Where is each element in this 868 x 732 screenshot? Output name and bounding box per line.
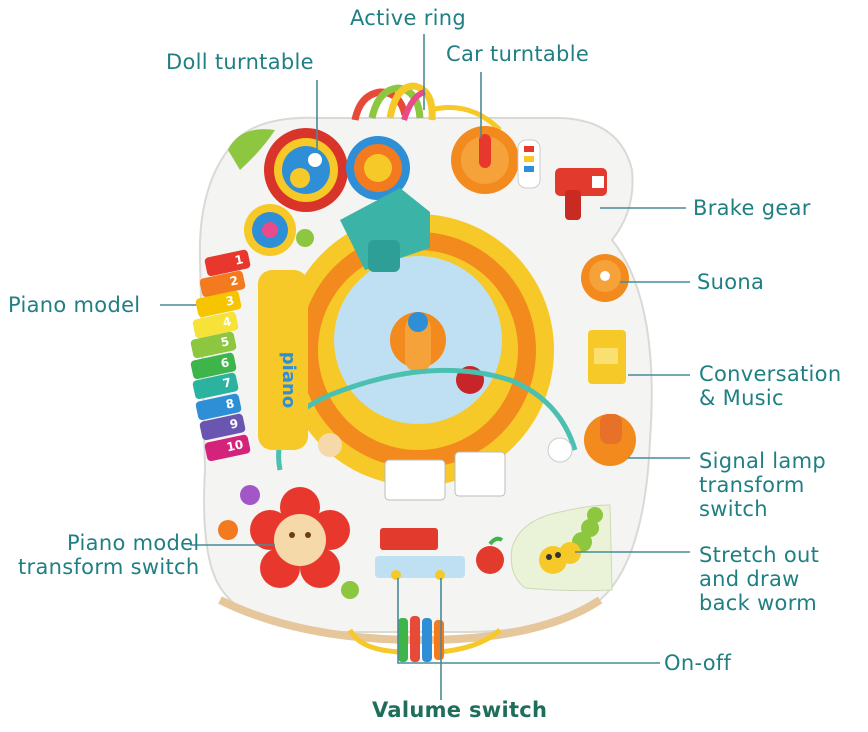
conversation-music-switch <box>588 330 626 384</box>
small-gear <box>244 204 314 256</box>
active-ring-toy <box>351 82 502 132</box>
suona-button <box>581 254 629 302</box>
piano-model: piano <box>258 270 308 450</box>
label-suona: Suona <box>697 270 765 294</box>
power-volume-panel <box>375 528 465 580</box>
car-gear <box>346 136 410 200</box>
flower-transform-switch <box>218 485 359 599</box>
label-car-turntable: Car turntable <box>446 42 590 66</box>
label-doll-turntable: Doll turntable <box>166 50 314 74</box>
leaf-decoration <box>228 129 275 170</box>
worm-slider <box>510 504 613 592</box>
bead-figure <box>318 433 342 457</box>
label-active-ring: Active ring <box>350 6 467 30</box>
brake-gear <box>555 168 607 220</box>
piano-panel-text: piano <box>278 352 299 408</box>
doll-turntable <box>264 128 348 212</box>
label-signal-lamp: Signal lamp transform switch <box>699 449 826 521</box>
label-stretch-worm: Stretch out and draw back worm <box>699 543 820 615</box>
label-on-off: On-off <box>664 651 732 675</box>
label-volume-switch: Valume switch <box>372 698 548 722</box>
signal-lamp-switch <box>584 414 636 466</box>
label-piano-transform: Piano model transform switch <box>18 531 200 579</box>
center-turntable <box>282 188 554 501</box>
label-brake-gear: Brake gear <box>693 196 811 220</box>
car-turntable <box>451 126 541 194</box>
label-piano-model: Piano model <box>8 293 141 317</box>
label-conversation-music: Conversation & Music <box>699 362 842 410</box>
bead-car <box>547 437 573 463</box>
leader-lines <box>160 34 690 700</box>
apple-button <box>476 536 504 574</box>
